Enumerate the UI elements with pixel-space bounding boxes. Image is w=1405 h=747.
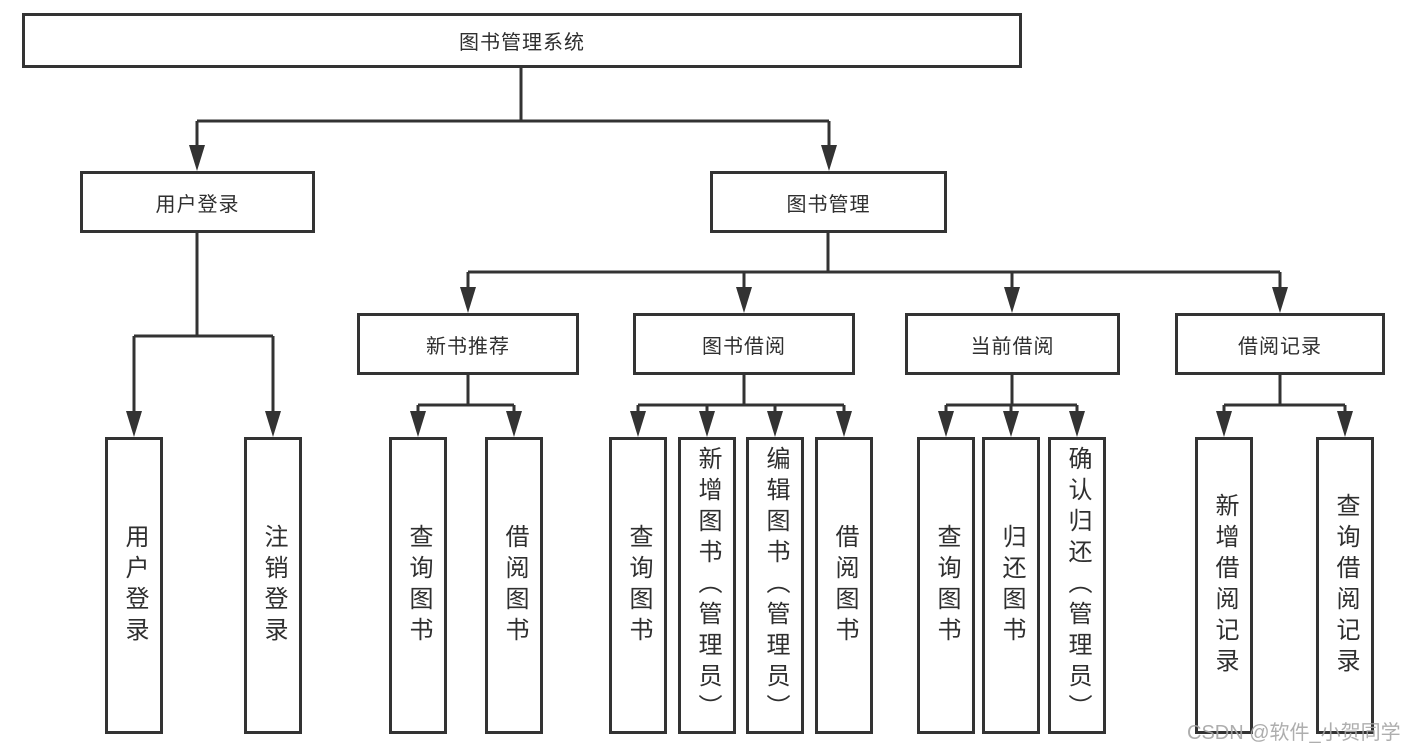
csdn-watermark: CSDN @软件_小贺同学 (1187, 722, 1401, 744)
node-book-borrowing: 图书借阅 (633, 313, 855, 375)
leaf-nbr-query-books-label: 查询图书 (405, 523, 432, 648)
leaf-cb-query-books-label: 查询图书 (933, 523, 960, 648)
node-new-book-recommend: 新书推荐 (357, 313, 579, 375)
leaf-br-query-record-label: 查询借阅记录 (1332, 492, 1359, 679)
leaf-bb-query-books-label: 查询图书 (625, 523, 652, 648)
leaf-cb-return-books-label: 归还图书 (998, 523, 1025, 648)
node-current-borrowing: 当前借阅 (905, 313, 1120, 375)
leaf-user-login-label: 用户登录 (121, 523, 148, 648)
arrowheads (126, 145, 1353, 437)
leaf-bb-add-books-admin: 新增图书（管理员） (678, 437, 736, 734)
leaf-cb-return-books: 归还图书 (982, 437, 1040, 734)
leaf-cb-query-books: 查询图书 (917, 437, 975, 734)
leaf-nbr-borrow-books: 借阅图书 (485, 437, 543, 734)
leaf-bb-borrow-books: 借阅图书 (815, 437, 873, 734)
leaf-logout: 注销登录 (244, 437, 302, 734)
node-borrowing-records: 借阅记录 (1175, 313, 1385, 375)
leaf-br-query-record: 查询借阅记录 (1316, 437, 1374, 734)
leaf-cb-confirm-return-admin: 确认归还（管理员） (1048, 437, 1106, 734)
node-book-management: 图书管理 (710, 171, 947, 233)
leaf-nbr-query-books: 查询图书 (389, 437, 447, 734)
leaf-bb-borrow-books-label: 借阅图书 (831, 523, 858, 648)
node-root-library-management-system: 图书管理系统 (22, 13, 1022, 68)
node-user-login: 用户登录 (80, 171, 315, 233)
leaf-logout-label: 注销登录 (260, 523, 287, 648)
leaf-cb-confirm-return-admin-label: 确认归还（管理员） (1064, 446, 1091, 725)
leaf-bb-edit-books-admin: 编辑图书（管理员） (746, 437, 804, 734)
leaf-nbr-borrow-books-label: 借阅图书 (501, 523, 528, 648)
leaf-bb-edit-books-admin-label: 编辑图书（管理员） (762, 446, 789, 725)
leaf-bb-add-books-admin-label: 新增图书（管理员） (694, 446, 721, 725)
leaf-user-login: 用户登录 (105, 437, 163, 734)
leaf-bb-query-books: 查询图书 (609, 437, 667, 734)
connector-strokes (132, 68, 1347, 416)
leaf-br-add-record: 新增借阅记录 (1195, 437, 1253, 734)
leaf-br-add-record-label: 新增借阅记录 (1211, 492, 1238, 679)
